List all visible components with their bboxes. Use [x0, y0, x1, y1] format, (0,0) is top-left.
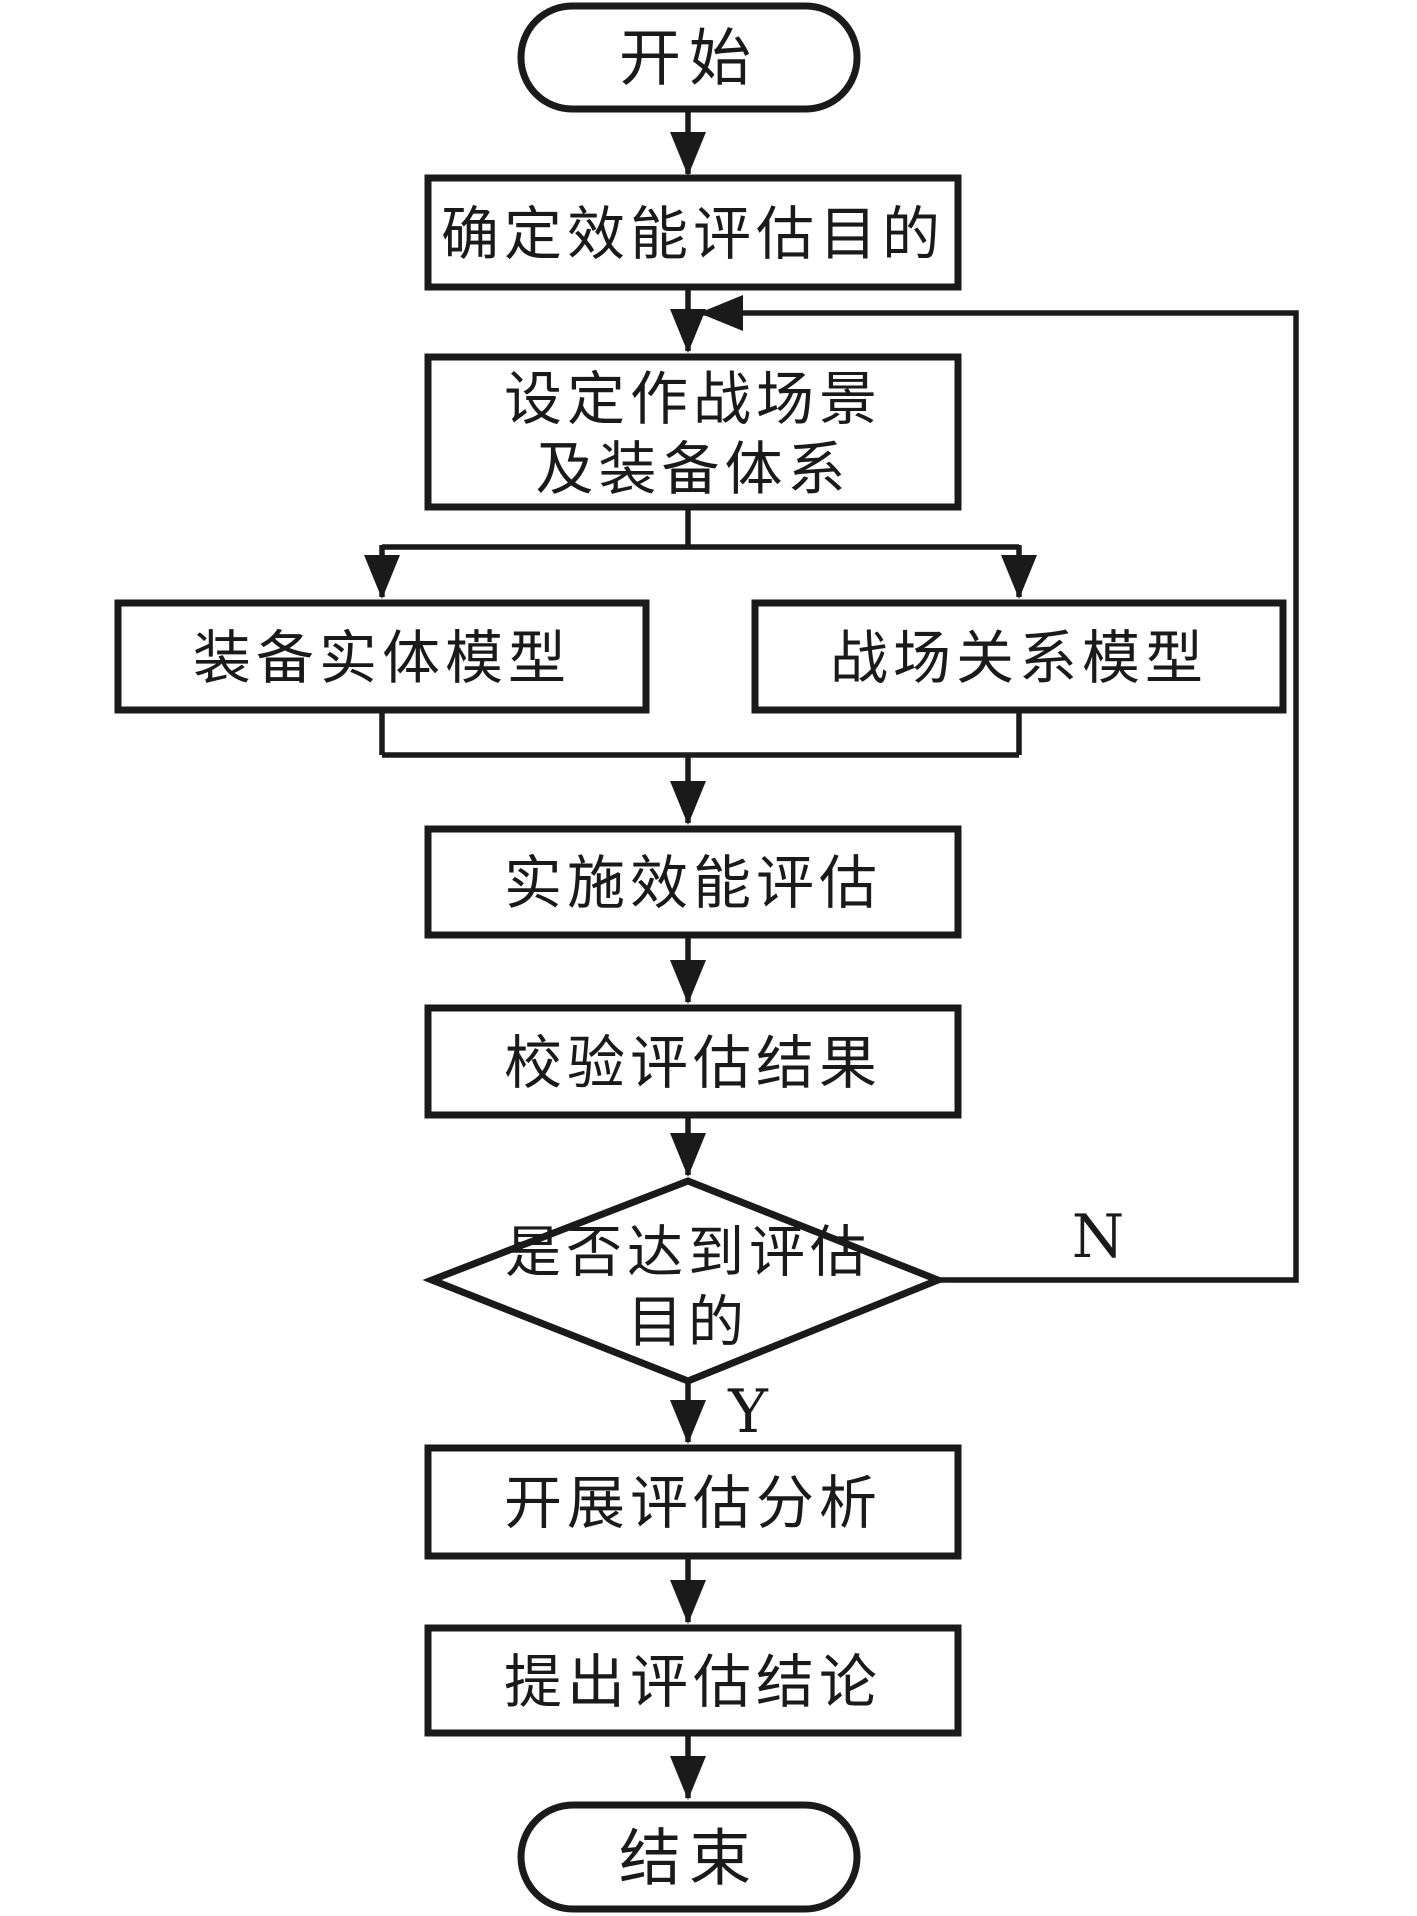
- run-evaluation-shape: [424, 825, 962, 939]
- analysis-label: 开展评估分析: [504, 1469, 882, 1537]
- node-decision: 是否达到评估 目的: [422, 1177, 948, 1385]
- equipment-model-label: 装备实体模型: [193, 624, 571, 692]
- node-run-evaluation: 实施效能评估: [424, 825, 962, 939]
- conclusion-label: 提出评估结论: [504, 1648, 882, 1716]
- branch-label-no: N: [1072, 1202, 1125, 1272]
- node-conclusion: 提出评估结论: [424, 1624, 962, 1737]
- start-terminal-shape: [517, 2, 861, 113]
- define-purpose-label: 确定效能评估目的: [441, 200, 945, 268]
- analysis-shape: [424, 1444, 962, 1560]
- node-equipment-model: 装备实体模型: [114, 599, 650, 714]
- decision-label-line2: 目的: [627, 1291, 749, 1356]
- scenario-label-line1: 设定作战场景: [504, 365, 882, 433]
- node-battlefield-model: 战场关系模型: [751, 599, 1287, 714]
- battlefield-model-label: 战场关系模型: [830, 624, 1208, 692]
- node-analysis: 开展评估分析: [424, 1444, 962, 1560]
- node-define-purpose: 确定效能评估目的: [424, 174, 962, 291]
- battlefield-model-shape: [751, 599, 1287, 714]
- equipment-model-shape: [114, 599, 650, 714]
- run-evaluation-label: 实施效能评估: [504, 849, 882, 917]
- end-terminal-label: 结束: [619, 1822, 759, 1895]
- node-scenario: 设定作战场景 及装备体系: [424, 353, 962, 511]
- define-purpose-shape: [424, 174, 962, 291]
- decision-label-line1: 是否达到评估: [505, 1221, 871, 1286]
- verify-results-shape: [424, 1004, 962, 1119]
- conclusion-shape: [424, 1624, 962, 1737]
- edge-no-feedback-loop: [699, 295, 1299, 1283]
- end-terminal-shape: [517, 1801, 861, 1913]
- scenario-shape: [424, 353, 962, 511]
- decision-shape: [422, 1177, 948, 1385]
- node-verify-results: 校验评估结果: [424, 1004, 962, 1119]
- scenario-label-line2: 及装备体系: [535, 435, 850, 503]
- node-start: 开始: [517, 2, 861, 113]
- edges: [364, 111, 1299, 1800]
- node-end: 结束: [517, 1801, 861, 1913]
- branch-label-yes: Y: [727, 1377, 769, 1447]
- verify-results-label: 校验评估结果: [504, 1029, 882, 1097]
- start-terminal-label: 开始: [619, 22, 759, 95]
